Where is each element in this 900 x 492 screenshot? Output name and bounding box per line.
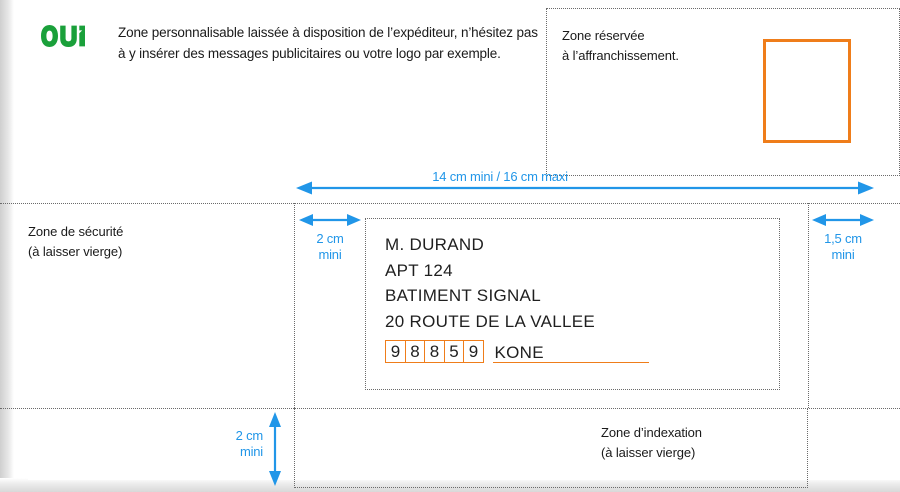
postal-code-digit: 8 <box>424 340 445 363</box>
security-zone-left-line <box>294 203 295 488</box>
oui-logo <box>40 25 86 47</box>
zone-reservee-line2: à l’affranchissement. <box>562 47 679 63</box>
address-zone-box <box>365 218 780 390</box>
address-block: M. DURAND APT 124 BATIMENT SIGNAL 20 ROU… <box>365 218 780 390</box>
zone-indexation-box <box>294 408 808 488</box>
zone-securite-line1: Zone de sécurité <box>28 224 124 239</box>
postal-code-digit: 8 <box>404 340 426 363</box>
overall-width-label: 14 cm mini / 16 cm maxi <box>300 169 700 185</box>
bottom-margin-label: 2 cm mini <box>200 428 264 460</box>
zone-reservee-label: Zone réservée à l’affranchissement. <box>562 26 679 65</box>
right-margin-arrow <box>812 212 874 228</box>
zone-indexation-line2: (à laisser vierge) <box>601 444 696 460</box>
bottom-margin-line1: 2 cm <box>235 428 264 443</box>
postal-code-digit: 9 <box>385 340 406 363</box>
right-margin-line1: 1,5 cm <box>824 231 862 246</box>
left-margin-arrow <box>299 212 361 228</box>
personalizable-zone-text-line1: Zone personnalisable laissée à dispositi… <box>118 25 538 40</box>
envelope-sheet <box>28 8 900 480</box>
address-lines: M. DURAND APT 124 BATIMENT SIGNAL 20 ROU… <box>385 232 595 334</box>
overall-width-value: 14 cm mini / 16 cm maxi <box>432 169 568 184</box>
security-zone-right-line <box>808 203 809 408</box>
bottom-margin-arrow <box>267 412 283 486</box>
postal-code-digit: 5 <box>443 340 465 363</box>
left-margin-label: 2 cm mini <box>299 231 361 263</box>
address-line-1: M. DURAND <box>385 235 485 254</box>
zone-securite-line2: (à laisser vierge) <box>28 243 123 259</box>
stamp-area-box <box>763 39 851 143</box>
zone-securite-label: Zone de sécurité (à laisser vierge) <box>28 222 123 261</box>
zone-reservee-line1: Zone réservée <box>562 28 645 43</box>
city-name: KONE <box>492 341 649 363</box>
postal-code-digit: 9 <box>463 340 484 363</box>
security-zone-top-line <box>0 203 900 204</box>
left-margin-line2: mini <box>318 247 342 262</box>
left-margin-line1: 2 cm <box>316 231 344 246</box>
personalizable-zone-text: Zone personnalisable laissée à dispositi… <box>118 23 538 65</box>
figure-frame-shadow-bottom <box>0 478 900 492</box>
postal-code-row: 9 8 8 5 9 KONE <box>385 340 649 363</box>
zone-indexation-label: Zone d’indexation (à laisser vierge) <box>601 423 702 462</box>
zone-indexation-line1: Zone d’indexation <box>601 425 702 440</box>
address-line-3: BATIMENT SIGNAL <box>385 286 541 305</box>
address-line-4: 20 ROUTE DE LA VALLEE <box>385 311 596 331</box>
bottom-margin-line2: mini <box>239 444 263 459</box>
personalizable-zone-text-line2: à y insérer des messages publicitaires o… <box>118 45 501 61</box>
right-margin-line2: mini <box>831 247 855 262</box>
address-line-2: APT 124 <box>385 260 453 280</box>
overall-width-arrow <box>296 180 874 196</box>
right-margin-label: 1,5 cm mini <box>808 231 878 263</box>
